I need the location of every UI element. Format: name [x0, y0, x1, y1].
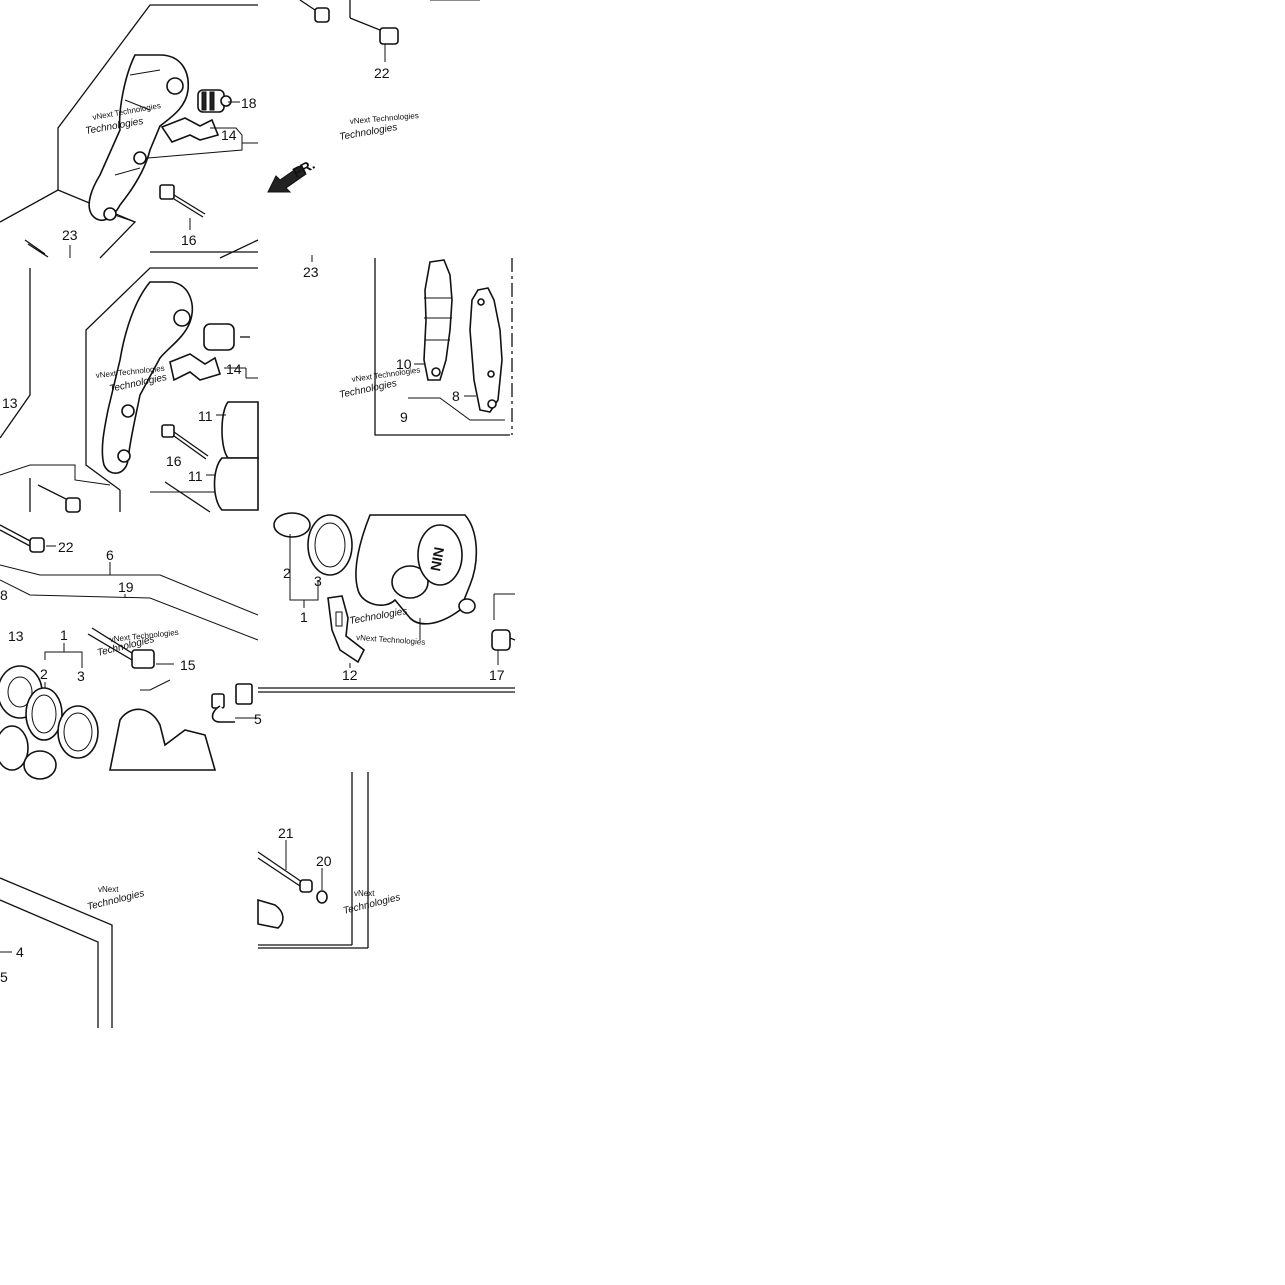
callout-13: 13: [8, 628, 24, 644]
tile-caliper-bracket-top: FR. 18 14 23 16 22 vNext Technologies Te…: [0, 0, 480, 259]
watermark-faint: Technologies: [339, 122, 399, 143]
hose-fitting: [257, 898, 284, 929]
tile-brake-hose-bottom: 4 5 21 20 vNext Technologies vNext Techn…: [0, 772, 402, 1028]
tile-caliper-bracket-middle: 13 14 11 16 11 23 10 8 9 vNext Technolog…: [0, 255, 513, 513]
brake-pad-set: [374, 258, 513, 436]
callout-13: 13: [2, 395, 18, 411]
caliper-body: NIN: [258, 512, 516, 693]
callout-10: 10: [396, 356, 412, 372]
callout-11: 11: [198, 408, 213, 424]
callout-15: 15: [180, 657, 196, 673]
callout-20: 20: [316, 853, 332, 869]
callout-1: 1: [300, 609, 308, 625]
caliper-bracket: [88, 54, 189, 221]
callout-16: 16: [181, 232, 197, 248]
callout-19: 19: [118, 579, 134, 595]
callout-16: 16: [166, 453, 182, 469]
watermark: vNext Technologies: [356, 633, 426, 647]
pin-boot: [197, 89, 232, 113]
callout-23: 23: [62, 227, 78, 243]
callout-3: 3: [77, 668, 85, 684]
sealing-washer-20: [316, 868, 328, 904]
caliper-brand-mark: NIN: [427, 546, 447, 573]
brake-pad-inner: [423, 259, 453, 381]
callout-9: 9: [400, 409, 408, 425]
callout-22: 22: [374, 65, 390, 81]
callout-22: 22: [58, 539, 74, 555]
callout-6: 6: [106, 547, 114, 563]
callout-4: 4: [16, 944, 24, 960]
callout-1: 1: [60, 627, 68, 643]
callout-5: 5: [254, 711, 262, 727]
callout-23: 23: [303, 264, 319, 280]
front-direction-arrow: FR.: [267, 156, 317, 193]
callout-2: 2: [283, 565, 291, 581]
callout-8: 8: [452, 388, 460, 404]
brake-pad-outer: [469, 287, 503, 413]
callout-8: 8: [0, 587, 8, 603]
bleeder-valve: [211, 683, 258, 723]
pad-retainer: [327, 595, 366, 664]
pin-bolt: [159, 184, 206, 218]
watermark-faint: Technologies: [349, 606, 409, 627]
callout-11: 11: [188, 468, 203, 484]
tile-caliper-body: NIN 22 6 19 8 13 1 2 3 15 5 2 3 1: [0, 512, 516, 780]
callout-3: 3: [314, 573, 322, 589]
brake-hose-bolt-21: [257, 840, 313, 893]
callout-17: 17: [489, 667, 505, 683]
callout-14: 14: [221, 127, 237, 143]
callout-18: 18: [241, 95, 257, 111]
callout-21: 21: [278, 825, 294, 841]
watermark: vNext: [354, 889, 375, 898]
watermark: vNext: [98, 885, 119, 894]
callout-14: 14: [226, 361, 242, 377]
callout-2: 2: [40, 666, 48, 682]
callout-12: 12: [342, 667, 358, 683]
flange-bolt-22: [299, 0, 480, 45]
callout-5: 5: [0, 969, 8, 985]
pad-spring: [160, 117, 220, 143]
